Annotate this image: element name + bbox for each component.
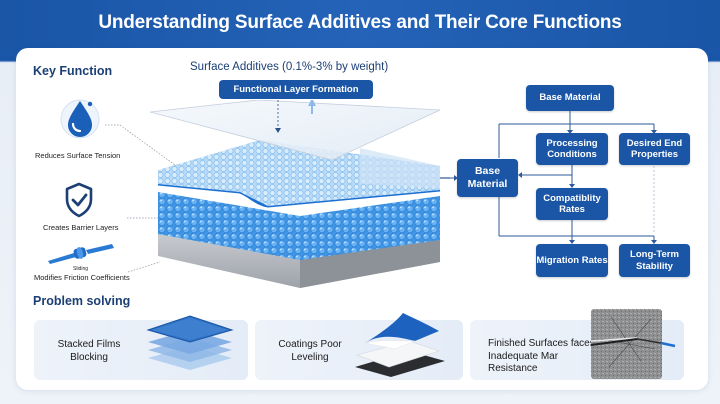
layered-surface-illustration [150, 100, 450, 290]
stacked-films-label: Stacked Films Blocking [57, 339, 121, 363]
coatings-leveling-label: Coatings Poor Leveling [278, 339, 342, 363]
modifies-friction-label: Modifies Friction Coefficients [34, 273, 130, 282]
key-function-title: Key Function [33, 64, 113, 78]
water-drop-icon [58, 93, 102, 141]
flow-node-desired-end-properties[interactable]: Desired End Properties [619, 133, 690, 165]
scratched-surface-image [591, 309, 677, 379]
sliding-sublabel: Sliding [73, 266, 89, 272]
flow-node-compatibility-rates[interactable]: Compatiblity Rates [536, 188, 608, 220]
header-banner: Understanding Surface Additives and Thei… [0, 0, 720, 50]
slider-rod-icon [46, 243, 116, 265]
key-function-connectors [105, 124, 176, 273]
creates-barrier-layers-label: Creates Barrier Layers [43, 223, 119, 232]
shield-check-icon [64, 182, 94, 218]
problem-solving-title: Problem solving [33, 294, 131, 308]
flow-node-left-base-material[interactable]: Base Material [457, 159, 518, 197]
flow-node-migration-rates[interactable]: Migration Rates [536, 244, 608, 277]
flow-node-long-term-stability[interactable]: Long-Term Stability [619, 244, 690, 277]
flow-node-top-base-material[interactable]: Base Material [526, 85, 614, 111]
peeling-layers-icon [355, 311, 447, 377]
page-title: Understanding Surface Additives and Thei… [98, 12, 622, 33]
surface-additives-title: Surface Additives (0.1%-3% by weight) [190, 61, 389, 73]
reduces-surface-tension-label: Reduces Surface Tension [35, 151, 121, 160]
stacked-films-icon [146, 312, 234, 374]
flowchart-connectors [440, 111, 657, 244]
mar-resistance-label: Finished Surfaces faces Inadequate Mar R… [488, 338, 595, 374]
flow-node-processing-conditions[interactable]: Processing Conditions [536, 133, 608, 165]
functional-layer-formation-button[interactable]: Functional Layer Formation [219, 80, 373, 99]
